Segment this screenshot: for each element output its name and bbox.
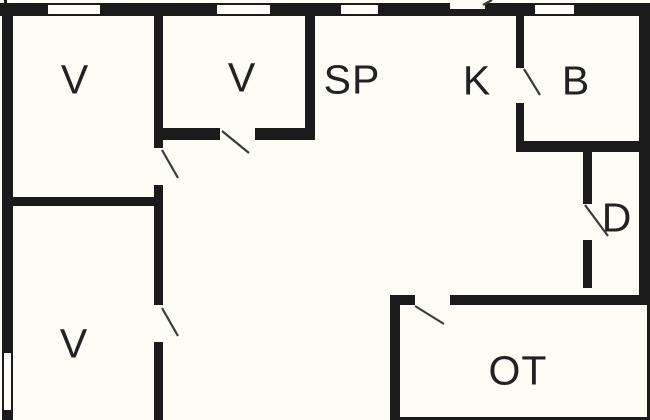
wall-segment: [390, 305, 400, 420]
window-symbol: [341, 3, 378, 16]
room-label-v-top-left: V: [60, 56, 90, 103]
door-swing: [221, 130, 250, 154]
wall-segment: [255, 128, 315, 140]
window-symbol: [535, 3, 574, 16]
wall-segment: [647, 297, 650, 420]
wall-segment: [516, 103, 524, 152]
wall-segment: [154, 128, 220, 140]
wall-segment: [390, 295, 415, 305]
wall-segment: [400, 417, 650, 420]
wall-segment: [516, 141, 650, 152]
wall-segment: [583, 240, 592, 288]
room-label-k: K: [462, 57, 492, 104]
window-symbol: [48, 3, 100, 16]
wall-segment: [154, 185, 163, 305]
door-swing: [161, 307, 179, 337]
wall-segment: [100, 3, 217, 16]
door-swing: [414, 305, 445, 325]
wall-segment-entrance-threshold: [450, 9, 485, 16]
room-label-v-bottom-left: V: [59, 320, 89, 367]
door-swing-entrance: [482, 0, 493, 6]
wall-segment: [583, 152, 592, 204]
window-symbol: [2, 353, 13, 410]
room-label-b: B: [561, 57, 591, 104]
window-symbol: [217, 3, 270, 16]
door-swing: [523, 68, 541, 96]
room-label-d: D: [601, 194, 633, 241]
room-label-v-top-middle: V: [227, 54, 257, 101]
door-swing: [161, 149, 179, 179]
door-swing: [584, 204, 609, 237]
wall-segment: [2, 410, 13, 420]
wall-segment: [270, 3, 341, 16]
wall-segment: [2, 3, 13, 353]
wall-segment: [2, 197, 163, 206]
wall-segment: [154, 342, 163, 420]
wall-segment: [485, 3, 535, 16]
wall-segment: [378, 3, 450, 16]
room-label-ot: OT: [488, 347, 548, 394]
wall-segment: [574, 3, 650, 16]
wall-segment: [305, 16, 315, 140]
wall-corner-spike: [4, 0, 7, 4]
wall-segment: [450, 295, 650, 305]
wall-segment: [516, 16, 524, 68]
room-label-sp: SP: [323, 56, 381, 103]
wall-segment: [154, 16, 163, 148]
